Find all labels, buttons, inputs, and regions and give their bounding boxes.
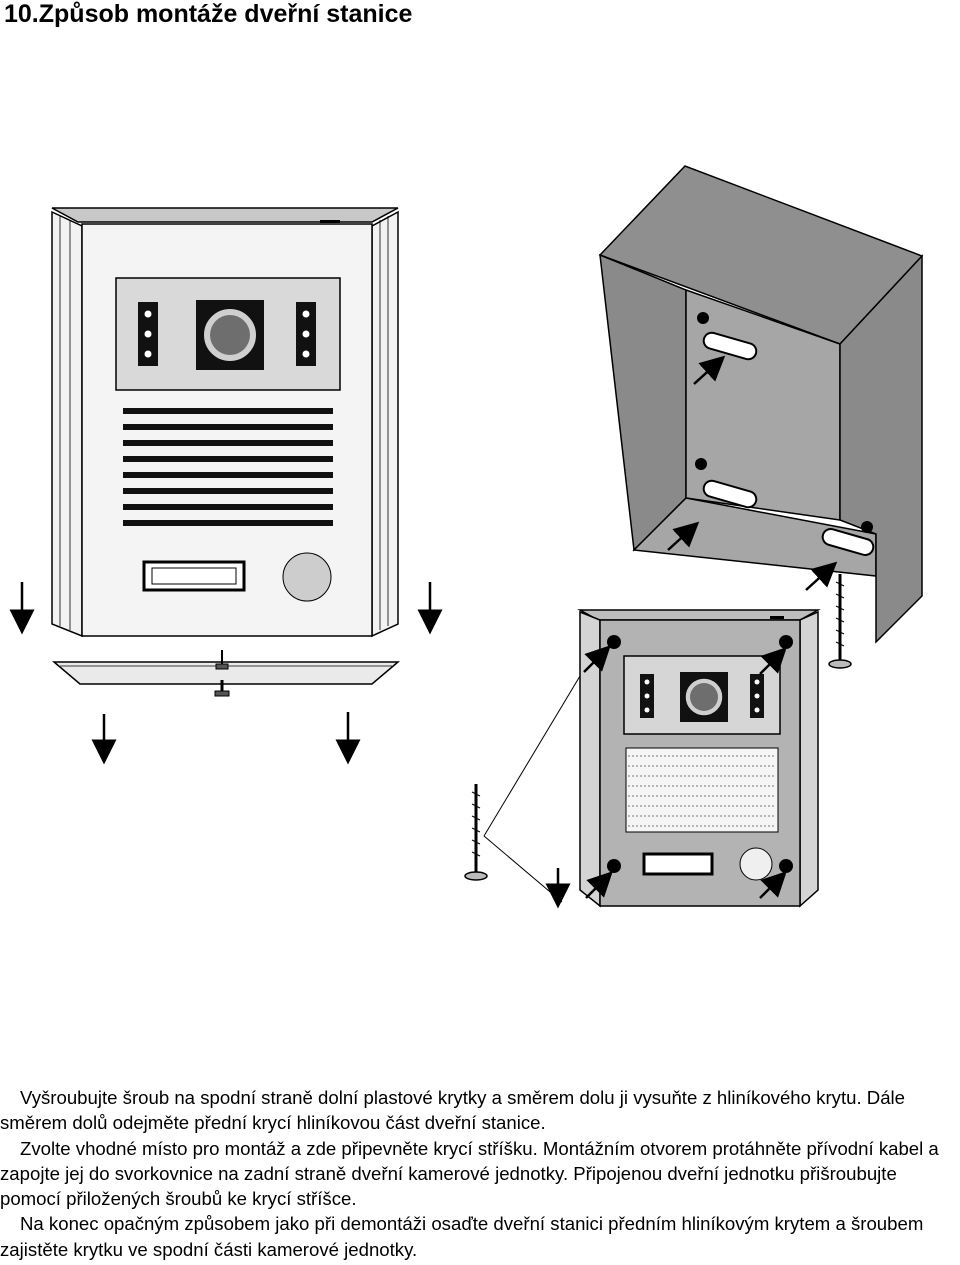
- instruction-paragraph-1: Vyšroubujte šroub na spodní straně dolní…: [0, 1087, 906, 1134]
- bottom-cap: [51, 650, 401, 697]
- door-unit: [577, 609, 821, 908]
- mounting-illustration: [9, 165, 924, 909]
- mounting-hood: [598, 165, 924, 644]
- arrow-diagonal-icon: [583, 355, 838, 899]
- instructions: Vyšroubujte šroub na spodní straně dolní…: [0, 1085, 960, 1262]
- arrow-down-icon: [9, 582, 571, 909]
- screw-icon: [464, 675, 581, 903]
- page-title: 10.Způsob montáže dveřní stanice: [4, 0, 413, 28]
- instruction-paragraph-3: Na konec opačným způsobem jako při demon…: [0, 1213, 924, 1260]
- front-panel: [51, 207, 399, 638]
- instruction-paragraph-2: Zvolte vhodné místo pro montáž a zde při…: [0, 1137, 939, 1210]
- screw-icon: [214, 650, 230, 697]
- screw-icon: [828, 574, 852, 669]
- speaker-grille: [123, 408, 333, 526]
